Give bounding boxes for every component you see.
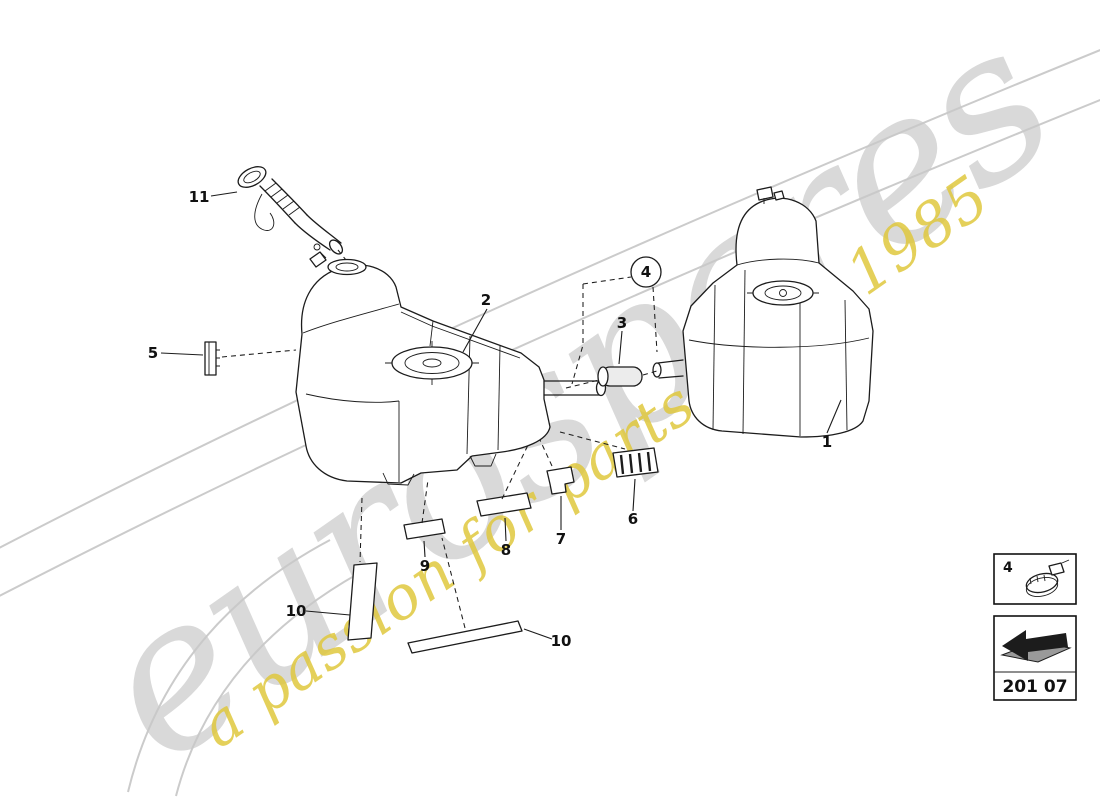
callout-labels: 1 2 3 5 6 7 8 9 10 10 11 4: [148, 188, 832, 650]
leader-lines: [160, 191, 842, 640]
flange-bolts: [385, 341, 479, 385]
leader-6: [632, 478, 636, 512]
legend-clamp-frame: [993, 553, 1077, 605]
leader-11: [210, 191, 238, 197]
filler-fitting: [756, 186, 774, 201]
legend-clamp-number: 4: [1003, 560, 1013, 576]
callout-3: 3: [617, 314, 627, 332]
small-parts: [204, 341, 659, 654]
callout-11: 11: [189, 188, 210, 206]
leader-10a: [305, 610, 351, 616]
leader-10b: [523, 628, 553, 640]
clamp-screw-housing: [1048, 562, 1065, 576]
inlet-stub-end: [652, 362, 662, 378]
callout-1: 1: [822, 433, 832, 451]
pump-flange-center: [422, 358, 442, 368]
swoosh-curve: [0, 49, 1100, 549]
clamp-icon: [1025, 559, 1070, 598]
legend-part-group-box: 201 07: [993, 615, 1077, 701]
swoosh-curve: [127, 539, 331, 793]
part-9-plate: [403, 518, 446, 540]
leader-2: [462, 308, 488, 353]
mount-foot: [382, 472, 415, 486]
callout-9: 9: [420, 557, 430, 575]
filler-cap-inner: [243, 170, 261, 184]
outlet-pipe: [543, 380, 602, 396]
callout-4: 4: [641, 263, 651, 281]
filler-neck-drawing: [237, 166, 347, 261]
callout-4-circle: [630, 256, 662, 288]
mount-foot: [469, 453, 497, 467]
leader-5: [160, 352, 204, 356]
watermark-brand-text: eurospares: [54, 0, 1090, 800]
part-7-clip: [546, 466, 575, 495]
assembly-dashed-lines: [221, 276, 658, 629]
inlet-stub: [657, 359, 684, 379]
tank-outline: [682, 197, 874, 438]
strap-wire: [254, 193, 275, 231]
callout-2: 2: [481, 291, 491, 309]
arrow-icon-arrow: [1002, 630, 1068, 661]
part-group-code: 201 07: [1002, 677, 1067, 697]
pump-flange-outer: [391, 346, 473, 380]
leader-9: [423, 540, 426, 558]
pump-flange-mid: [764, 285, 802, 301]
leader-1: [826, 399, 842, 434]
fuel-tank-left-drawing: [295, 243, 607, 486]
pump-flange-mid: [404, 352, 460, 374]
callout-7: 7: [556, 530, 566, 548]
callout-6: 6: [628, 510, 638, 528]
part-5-bracket: [204, 341, 220, 376]
part-10-strip-diagonal: [407, 620, 523, 654]
neck-end: [328, 239, 344, 255]
legend-part-group-frame: [993, 615, 1077, 701]
pump-flange-outer: [752, 280, 814, 306]
corrugation-lines: [264, 182, 301, 216]
callout-5: 5: [148, 344, 158, 362]
swoosh-curve: [175, 565, 373, 797]
fuel-tank-right-drawing: [652, 186, 874, 438]
legend-clamp-box: 4: [993, 553, 1077, 605]
callout-10b: 10: [551, 632, 572, 650]
part-8-plate: [476, 492, 532, 517]
leader-3: [618, 330, 623, 365]
dash-part5: [221, 349, 297, 358]
filler-cap: [237, 166, 267, 188]
vent-fitting: [309, 251, 327, 268]
part-6-pad: [612, 447, 659, 478]
part-3-hose: [597, 366, 643, 387]
callout-8: 8: [501, 541, 511, 559]
leader-8: [504, 517, 507, 542]
callout-4-circled: 4: [630, 256, 662, 288]
callout-10a: 10: [286, 602, 307, 620]
vent-flange: [327, 258, 367, 276]
arrow-icon: [1000, 630, 1072, 663]
